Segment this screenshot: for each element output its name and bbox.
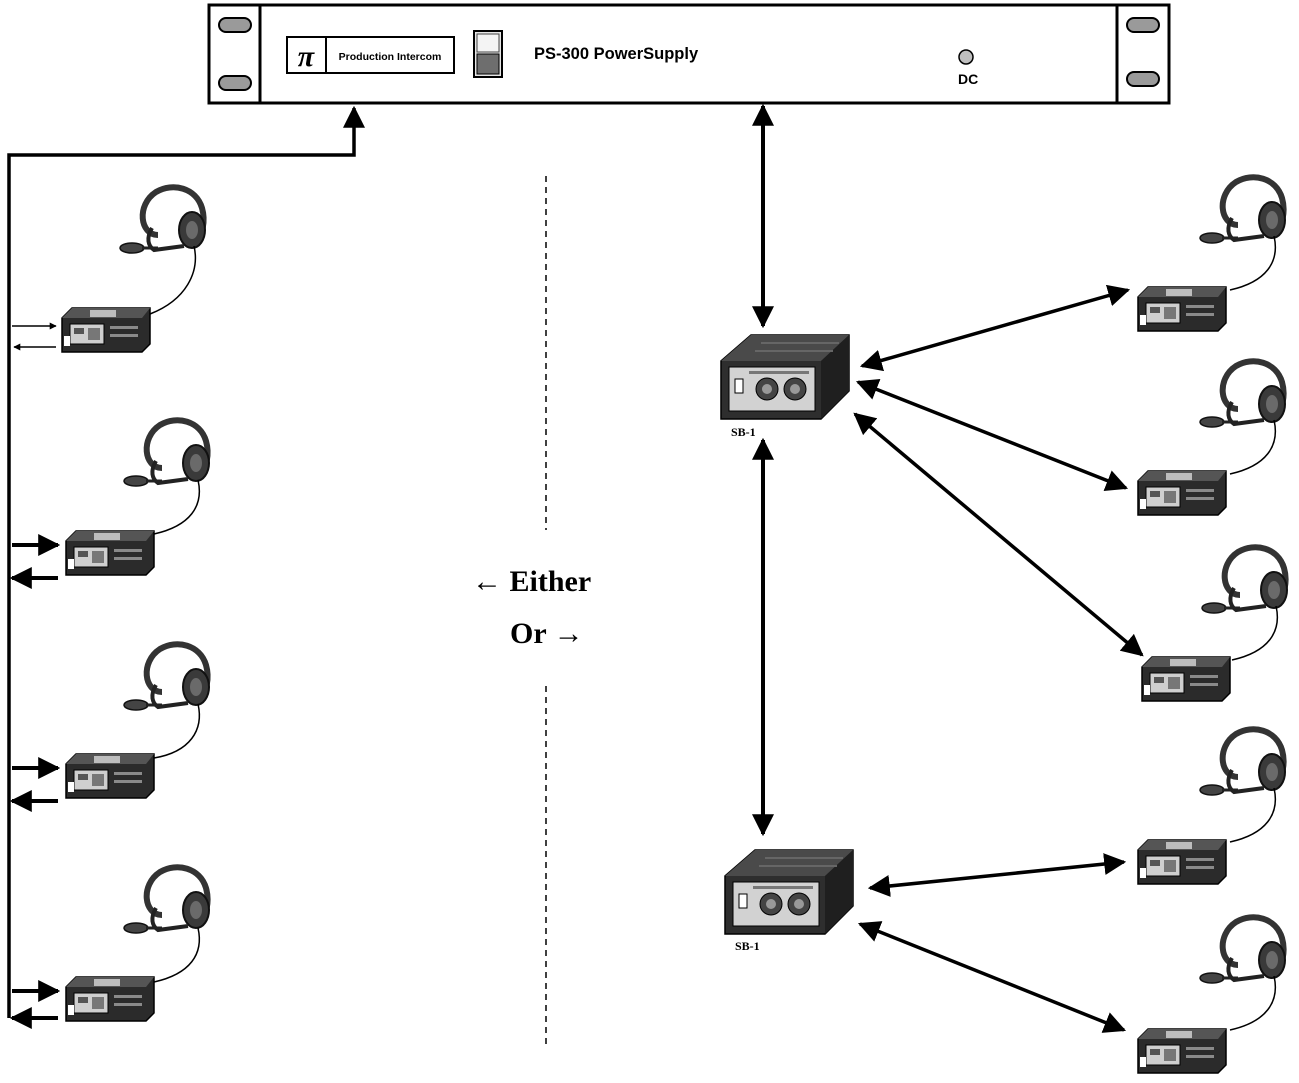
beltpack-icon bbox=[65, 530, 155, 576]
beltpack-station-3 bbox=[9, 644, 209, 812]
rack-handle-icon bbox=[218, 75, 252, 91]
beltpack-icon bbox=[1137, 470, 1227, 516]
beltpack-station-4 bbox=[9, 867, 209, 1029]
main-cable-line bbox=[7, 105, 365, 1018]
headset-icon bbox=[124, 420, 209, 486]
star-station-5 bbox=[1137, 917, 1285, 1074]
power-supply-unit: π Production Intercom PS-300 PowerSupply… bbox=[207, 3, 1171, 105]
star-station-2 bbox=[1137, 361, 1285, 516]
beltpack-station-1 bbox=[12, 187, 205, 353]
headset-icon bbox=[124, 867, 209, 933]
beltpack-icon bbox=[65, 976, 155, 1022]
headset-icon bbox=[1200, 729, 1285, 795]
brand-label: Production Intercom bbox=[339, 51, 442, 63]
either-or-divider: ← Either Or → bbox=[472, 176, 591, 1045]
star-cable bbox=[859, 284, 1131, 372]
beltpack-icon bbox=[1137, 1028, 1227, 1074]
rack-handle-icon bbox=[1126, 71, 1160, 87]
brand-logo: π Production Intercom bbox=[286, 36, 455, 74]
star-cable bbox=[853, 412, 1144, 657]
star-cable bbox=[855, 379, 1129, 491]
either-label: ← Either bbox=[472, 565, 591, 598]
headset-icon bbox=[1200, 361, 1285, 427]
brand-symbol: π bbox=[298, 40, 315, 73]
split-box-1: SB-1 bbox=[720, 334, 850, 439]
headset-icon bbox=[124, 644, 209, 710]
rack-handle-icon bbox=[218, 17, 252, 33]
star-wiring bbox=[752, 103, 1144, 1033]
beltpack-icon bbox=[1137, 286, 1227, 332]
split-box-label: SB-1 bbox=[731, 425, 756, 439]
dc-led-icon bbox=[958, 49, 974, 65]
beltpack-icon bbox=[61, 307, 151, 353]
star-station-3 bbox=[1141, 547, 1287, 702]
beltpack-icon bbox=[1141, 656, 1231, 702]
beltpack-station-2 bbox=[9, 420, 209, 589]
headset-icon bbox=[1200, 917, 1285, 983]
star-cable bbox=[867, 853, 1127, 897]
split-box-icon bbox=[720, 334, 850, 420]
star-station-4 bbox=[1137, 729, 1285, 885]
headset-icon bbox=[120, 187, 205, 253]
model-label: PS-300 PowerSupply bbox=[534, 45, 699, 63]
headset-icon bbox=[1200, 177, 1285, 243]
rack-handle-icon bbox=[1126, 17, 1160, 33]
beltpack-icon bbox=[1137, 839, 1227, 885]
daisy-chain-wiring bbox=[7, 105, 365, 1018]
beltpack-icon bbox=[65, 753, 155, 799]
headset-icon bbox=[1202, 547, 1287, 613]
star-station-1 bbox=[1137, 177, 1285, 332]
dc-label: DC bbox=[958, 71, 978, 87]
star-cable bbox=[857, 921, 1127, 1033]
power-switch-icon bbox=[473, 30, 503, 78]
split-box-2: SB-1 bbox=[724, 849, 854, 953]
split-box-icon bbox=[724, 849, 854, 935]
split-box-label: SB-1 bbox=[735, 939, 760, 953]
or-label: Or → bbox=[510, 617, 584, 650]
